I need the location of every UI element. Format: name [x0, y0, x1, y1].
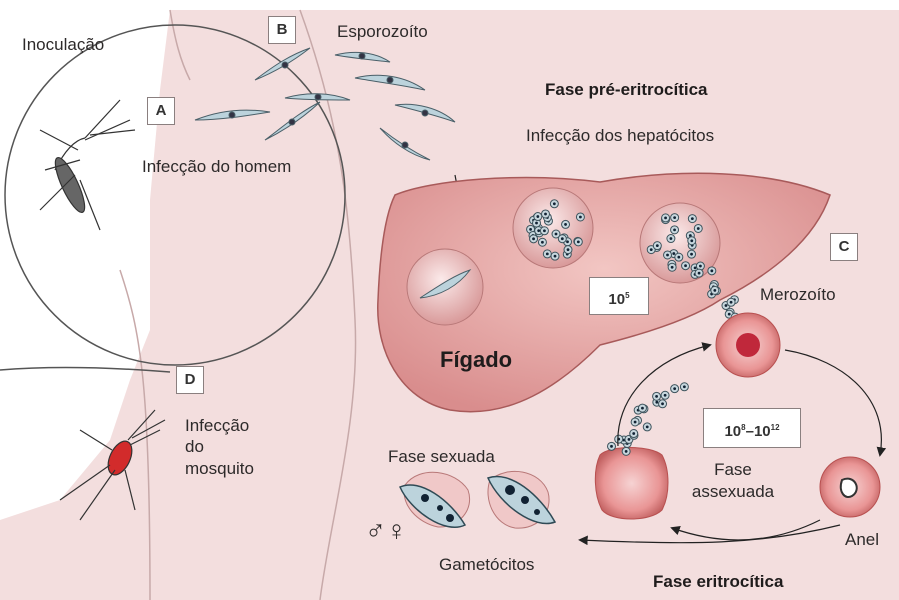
merozoite-nucleus [684, 264, 687, 267]
human-infection-label: Infecção do homem [142, 157, 291, 177]
hepatocyte-infection-label: Infecção dos hepatócitos [526, 126, 714, 146]
merozoite-nucleus [532, 237, 535, 240]
merozoite-nucleus [567, 248, 570, 251]
merozoite-nucleus [697, 227, 700, 230]
ring-parasite [841, 479, 857, 497]
merozoite-nucleus [561, 237, 564, 240]
merozoite-nucleus [725, 304, 728, 307]
mosquito-top-icon [40, 100, 135, 230]
merozoite-nucleus [577, 240, 580, 243]
merozoite-nucleus [554, 255, 557, 258]
merozoite-nucleus [579, 216, 582, 219]
merozoite-nucleus [690, 239, 693, 242]
sporozoite-label: Esporozoíto [337, 22, 428, 42]
merozoite-nucleus [628, 438, 631, 441]
ring-label: Anel [845, 530, 879, 550]
merozoite-nucleus [544, 213, 547, 216]
merozoite-nucleus [664, 216, 667, 219]
merozoite-nucleus [536, 215, 539, 218]
merozoite-nucleus [555, 233, 558, 236]
pre-erythrocytic-phase-label: Fase pré-eritrocítica [545, 80, 708, 100]
merozoite-nucleus [529, 228, 532, 231]
marker-a: A [147, 97, 175, 125]
merozoite-nucleus [713, 289, 716, 292]
merozoite-nucleus [710, 269, 713, 272]
merozoite-nucleus [691, 217, 694, 220]
merozoite-nucleus [655, 401, 658, 404]
merozoite-nucleus [625, 450, 628, 453]
infected-cell-center [736, 333, 760, 357]
body-silhouette [0, 10, 170, 600]
male-female-symbols: ♂♀ [365, 515, 407, 547]
liver-merozoite-count: 105 [589, 277, 649, 315]
sexual-phase-label: Fase sexuada [388, 447, 495, 467]
merozoite-nucleus [673, 216, 676, 219]
merozoite-nucleus [632, 432, 635, 435]
marker-b: B [268, 16, 296, 44]
merozoite-nucleus [664, 394, 667, 397]
merozoite-nucleus [699, 265, 702, 268]
merozoite-nucleus [655, 395, 658, 398]
merozoite-nucleus [564, 223, 567, 226]
merozoite-nucleus [546, 252, 549, 255]
merozoite-nucleus [641, 407, 644, 410]
merozoite-nucleus [666, 254, 669, 257]
marker-d: D [176, 366, 204, 394]
merozoite-nucleus [690, 253, 693, 256]
merozoite-nucleus [566, 240, 569, 243]
merozoite-nucleus [543, 229, 546, 232]
merozoite-nucleus [537, 229, 540, 232]
asexual-phase-label: Fase assexuada [683, 459, 783, 503]
mosquito-infection-label: Infecção do mosquito [185, 415, 254, 479]
merozoite-nucleus [677, 256, 680, 259]
merozoite-nucleus [535, 222, 538, 225]
merozoite-nucleus [698, 272, 701, 275]
merozoite-nucleus [671, 266, 674, 269]
merozoite-nucleus [650, 248, 653, 251]
merozoite-nucleus [672, 252, 675, 255]
merozoite-nucleus [673, 228, 676, 231]
merozoite-nucleus [673, 387, 676, 390]
merozoite-nucleus [541, 241, 544, 244]
merozoite-nucleus [661, 402, 664, 405]
blood-parasite-count: 108–1012 [703, 408, 801, 448]
merozoite-nucleus [610, 445, 613, 448]
marker-c: C [830, 233, 858, 261]
liver-label: Fígado [440, 347, 512, 372]
merozoite-nucleus [728, 313, 731, 316]
merozoite-nucleus [553, 202, 556, 205]
merozoite-nucleus [646, 426, 649, 429]
inoculation-label: Inoculação [22, 35, 104, 55]
merozoite-nucleus [730, 301, 733, 304]
merozoite-nucleus [656, 244, 659, 247]
merozoite-nucleus [683, 385, 686, 388]
schizont-cell [595, 448, 668, 520]
merozoite-nucleus [634, 421, 637, 424]
merozoite-label: Merozoíto [760, 285, 836, 305]
gametocytes-label: Gametócitos [439, 555, 534, 575]
erythrocytic-phase-label: Fase eritrocítica [653, 572, 783, 592]
merozoite-nucleus [670, 237, 673, 240]
